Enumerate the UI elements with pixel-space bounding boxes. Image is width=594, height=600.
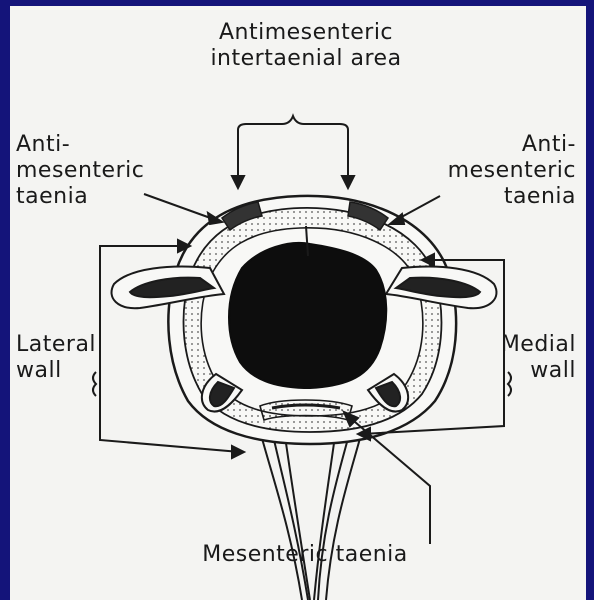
- medial-wall-line2: wall: [480, 358, 576, 384]
- lateral-wall-line1: Lateral: [16, 332, 96, 358]
- colon-cross-section-diagram: [10, 6, 586, 600]
- antimesenteric-area-label: Antimesenteric intertaenial area: [186, 20, 426, 72]
- mesentery: [260, 431, 362, 600]
- antimesenteric-area-bracket: [232, 116, 354, 188]
- right-taenia-line3: taenia: [430, 184, 576, 210]
- diagram-frame: Antimesenteric intertaenial area Anti- m…: [10, 6, 586, 600]
- right-taenia-line1: Anti-: [430, 132, 576, 158]
- medial-wall-label: Medial wall: [480, 332, 576, 384]
- mesenteric-taenia-label: Mesenteric taenia: [160, 542, 450, 568]
- left-antimesenteric-taenia-label: Anti- mesenteric taenia: [16, 132, 144, 210]
- lateral-wall-line2: wall: [16, 358, 96, 384]
- left-taenia-line3: taenia: [16, 184, 144, 210]
- right-antimesenteric-taenia-label: Anti- mesenteric taenia: [430, 132, 576, 210]
- medial-wall-line1: Medial: [480, 332, 576, 358]
- left-taenia-line2: mesenteric: [16, 158, 144, 184]
- antimesenteric-area-label-line1: Antimesenteric: [186, 20, 426, 46]
- left-taenia-line1: Anti-: [16, 132, 144, 158]
- antimesenteric-area-label-line2: intertaenial area: [186, 46, 426, 72]
- right-taenia-line2: mesenteric: [430, 158, 576, 184]
- lumen: [229, 243, 386, 388]
- lateral-wall-label: Lateral wall: [16, 332, 96, 384]
